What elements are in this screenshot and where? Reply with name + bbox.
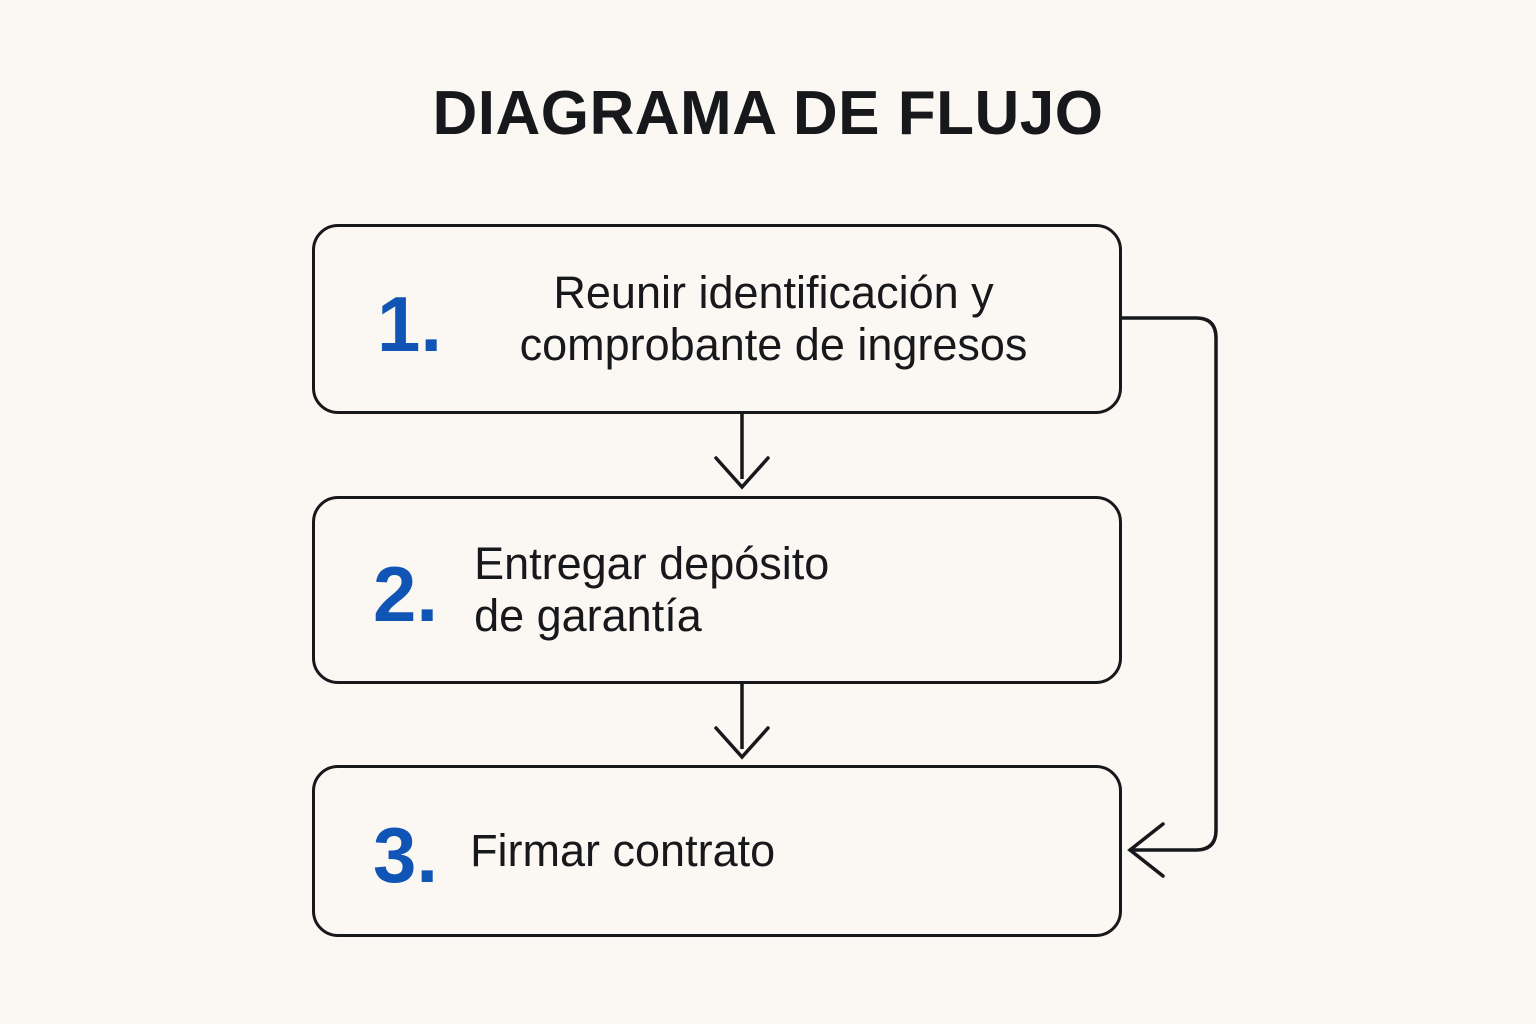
flow-step-1[interactable]: 1. Reunir identificación y comprobante d… <box>312 224 1122 414</box>
step-3-label: Firmar contrato <box>470 825 1119 877</box>
feedback-loop-step1-to-step3 <box>1122 316 1218 878</box>
step-3-number: 3. <box>373 810 439 899</box>
arrow-step2-to-step3 <box>714 684 770 760</box>
step-2-label-line-2: de garantía <box>474 590 702 641</box>
step-1-label: Reunir identificación y comprobante de i… <box>450 267 1097 371</box>
step-2-number: 2. <box>373 549 439 638</box>
step-2-label: Entregar depósito de garantía <box>474 538 1119 642</box>
step-2-label-line-1: Entregar depósito <box>474 537 830 589</box>
page-title: DIAGRAMA DE FLUJO <box>432 79 1104 148</box>
arrow-step1-to-step2 <box>714 414 770 490</box>
flow-step-2[interactable]: 2. Entregar depósito de garantía <box>312 496 1122 684</box>
step-1-label-line-1: Reunir identificación y <box>553 266 994 318</box>
step-3-label-line-1: Firmar contrato <box>470 824 776 876</box>
step-1-label-line-2: comprobante de ingresos <box>519 319 1028 370</box>
step-1-number: 1. <box>377 279 443 368</box>
flow-step-3[interactable]: 3. Firmar contrato <box>312 765 1122 937</box>
